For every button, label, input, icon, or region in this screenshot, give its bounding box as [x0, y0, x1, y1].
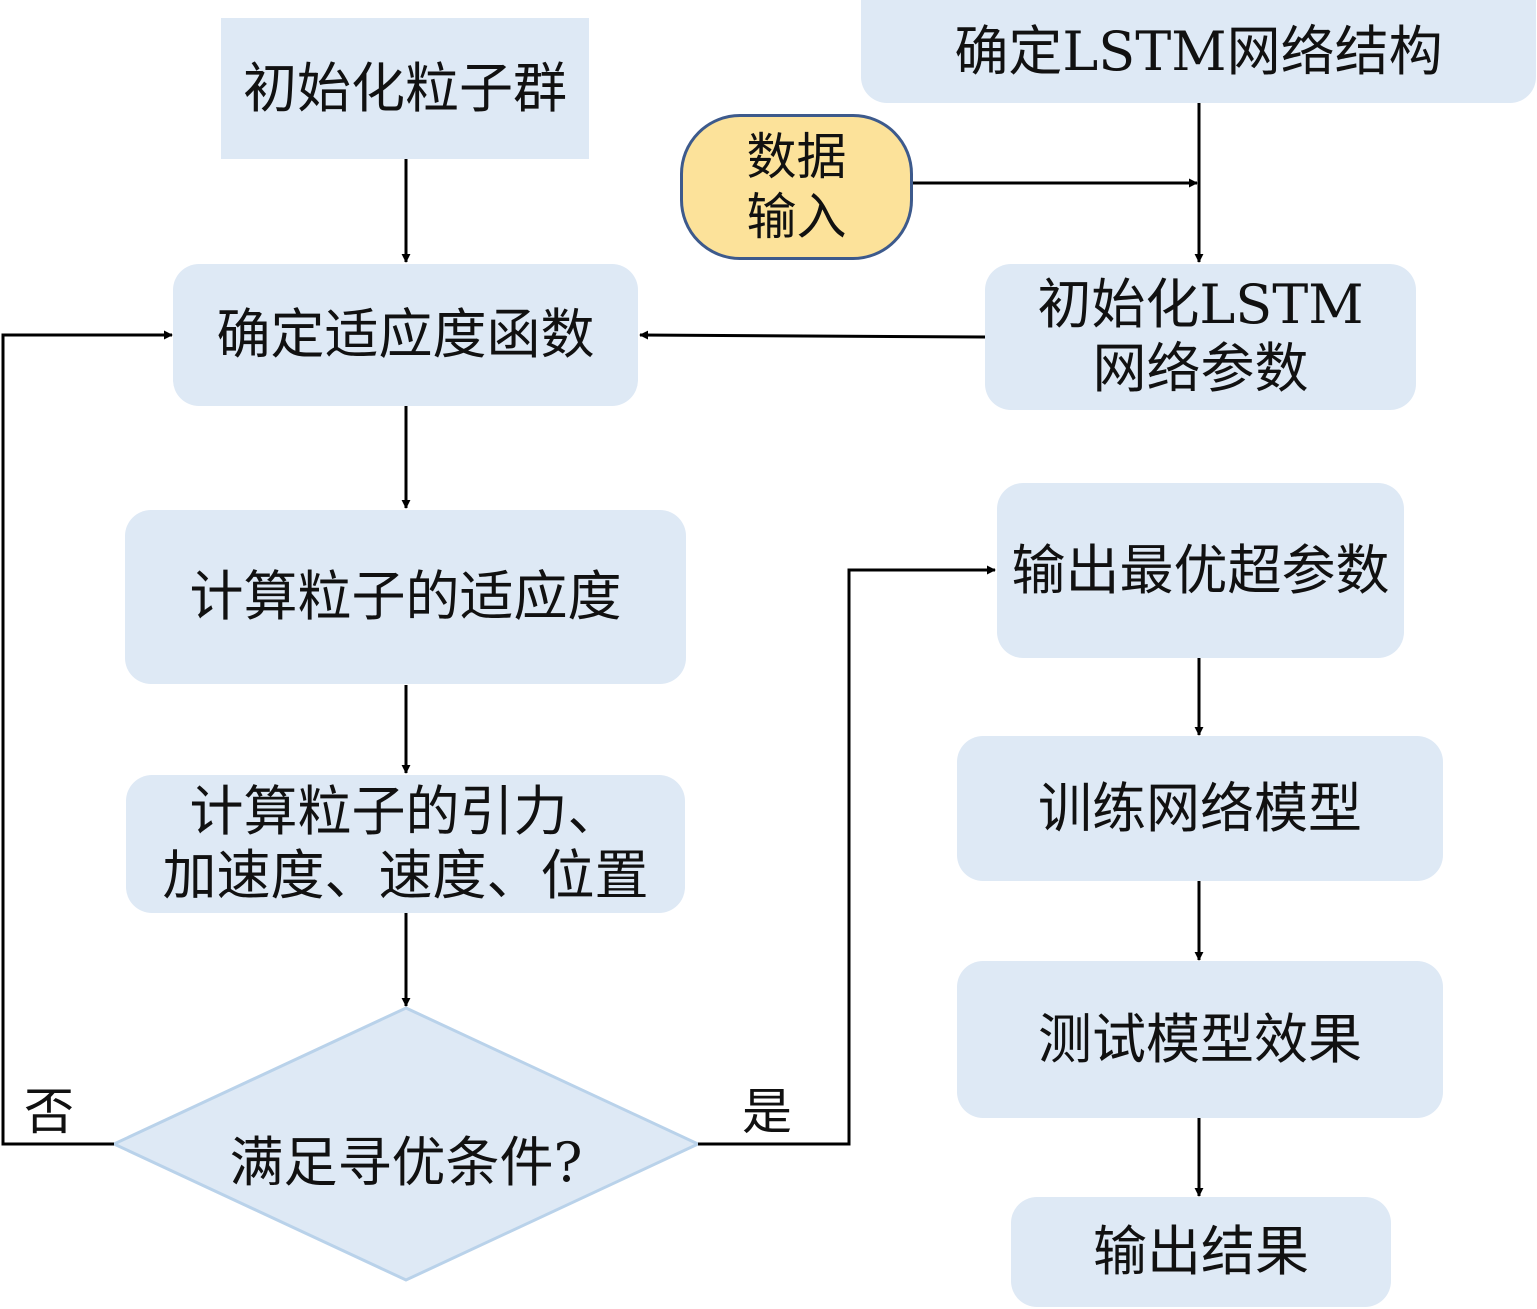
- init-swarm-label: 初始化粒子群: [243, 56, 567, 120]
- init-swarm-box: 初始化粒子群: [221, 18, 589, 159]
- train-model-box: 训练网络模型: [957, 736, 1443, 881]
- calc-gravity-label-line2: 加速度、速度、位置: [162, 844, 649, 907]
- calc-gravity-box: 计算粒子的引力、 加速度、速度、位置: [126, 775, 685, 913]
- lstm-structure-label: 确定LSTM网络结构: [954, 19, 1443, 83]
- output-result-label: 输出结果: [1093, 1220, 1309, 1284]
- calc-fitness-box: 计算粒子的适应度: [125, 510, 686, 684]
- train-model-label: 训练网络模型: [1038, 776, 1362, 840]
- decision-label: 满足寻优条件?: [229, 1131, 583, 1194]
- no-label: 否: [24, 1083, 74, 1141]
- data-input-terminal: 数据 输入: [680, 114, 913, 260]
- data-input-label-line2: 输入: [746, 188, 847, 246]
- init-lstm-label-line2: 网络参数: [1092, 337, 1309, 400]
- lstm-structure-box: 确定LSTM网络结构: [861, 0, 1536, 103]
- fitness-function-box: 确定适应度函数: [173, 264, 638, 406]
- arrow-init-lstm-to-fitness: [639, 330, 986, 340]
- output-result-box: 输出结果: [1011, 1197, 1391, 1307]
- output-hyperparams-label: 输出最优超参数: [1011, 538, 1390, 602]
- test-model-label: 测试模型效果: [1038, 1007, 1362, 1071]
- data-input-label-line1: 数据: [746, 128, 847, 186]
- test-model-box: 测试模型效果: [957, 961, 1443, 1118]
- init-lstm-box: 初始化LSTM 网络参数: [985, 264, 1416, 410]
- yes-label: 是: [742, 1083, 792, 1141]
- calc-gravity-label-line1: 计算粒子的引力、: [189, 780, 622, 844]
- fitness-function-label: 确定适应度函数: [216, 303, 595, 367]
- calc-fitness-label: 计算粒子的适应度: [189, 565, 622, 629]
- arrow-yes-path: [698, 565, 996, 1146]
- output-hyperparams-box: 输出最优超参数: [997, 483, 1404, 658]
- arrow-no-loop: [1, 330, 173, 1146]
- decision-diamond: [110, 1006, 702, 1282]
- init-lstm-label-line1: 初始化LSTM: [1037, 273, 1364, 337]
